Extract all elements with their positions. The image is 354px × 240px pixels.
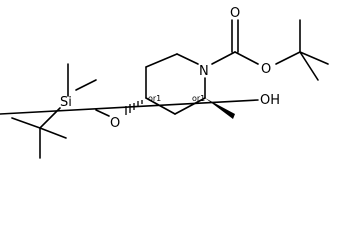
atom-labels: N O O Si O OH — [60, 6, 280, 131]
atom-o-carbonyl: O — [230, 6, 240, 21]
bonds — [0, 19, 329, 159]
bond-ctert-me-down — [299, 51, 319, 81]
bond-ring-c3-c2 — [174, 97, 206, 115]
stereo-label-c4: or1 — [148, 94, 161, 103]
bond-ctert-me-right — [299, 51, 329, 65]
hashed-wedge-bond-c4-o — [125, 100, 143, 115]
atom-si: Si — [60, 95, 72, 110]
atom-o-ester: O — [261, 62, 271, 77]
bond-oester-ctert — [275, 51, 301, 65]
bond-ch2-oh — [0, 99, 259, 115]
bond-ring-c6-c5 — [145, 53, 178, 68]
atom-o-silyl: O — [110, 116, 120, 131]
chemical-structure-diagram: N O O Si O OH or1 or1 — [0, 6, 329, 159]
stereo-label-c2: or1 — [192, 94, 205, 103]
bond-o-si — [95, 109, 110, 117]
bond-tbu-me-right — [39, 127, 67, 139]
bond-ring-n1-c6 — [176, 53, 199, 65]
atom-n1: N — [199, 64, 209, 79]
stereo-labels: or1 or1 — [148, 94, 205, 103]
bond-n1-carbonyl — [211, 51, 236, 65]
atom-oh: OH — [260, 93, 280, 108]
bond-carbonyl-oester — [234, 51, 259, 65]
bond-si-me-right — [75, 79, 97, 91]
bond-tbu-me-left — [11, 117, 41, 129]
bond-si-ctert — [39, 107, 61, 129]
